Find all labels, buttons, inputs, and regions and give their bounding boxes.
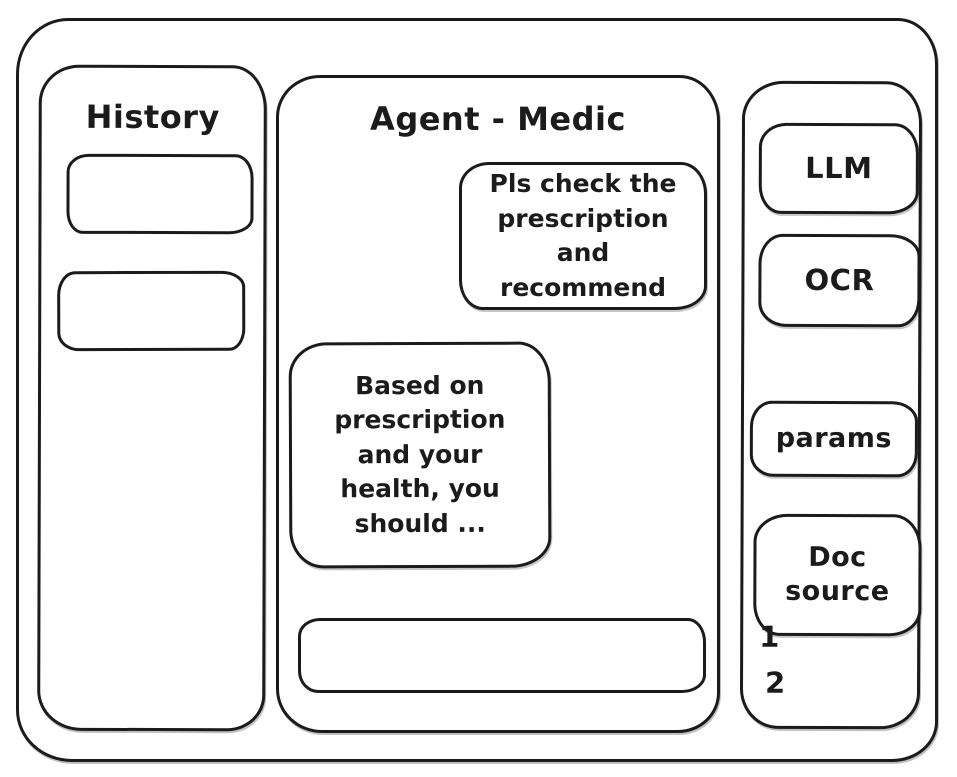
- user-message-bubble: Pls check the prescription and recommend: [459, 162, 707, 310]
- agent-message-text: Based on prescription and your health, y…: [334, 370, 506, 538]
- llm-button[interactable]: LLM: [758, 122, 919, 215]
- message-input[interactable]: [298, 618, 706, 693]
- agent-message-bubble: Based on prescription and your health, y…: [288, 341, 552, 569]
- outer-frame: History Agent - Medic Pls check the pres…: [16, 18, 938, 762]
- user-message-text: Pls check the prescription and recommend: [489, 169, 677, 302]
- history-item-1[interactable]: [66, 153, 254, 235]
- doc-source-item-1[interactable]: 1: [759, 619, 780, 654]
- params-button[interactable]: params: [749, 400, 919, 478]
- chat-panel: Agent - Medic Pls check the prescription…: [276, 75, 720, 733]
- tools-panel: LLM OCR params Doc source 1 2: [739, 80, 923, 730]
- chat-title: Agent - Medic: [370, 100, 626, 138]
- history-item-2[interactable]: [57, 270, 246, 352]
- ocr-button[interactable]: OCR: [758, 233, 921, 328]
- history-title: History: [85, 97, 220, 137]
- doc-source-item-2[interactable]: 2: [764, 665, 786, 700]
- doc-source-button[interactable]: Doc source: [753, 513, 922, 637]
- history-panel: History: [37, 64, 267, 732]
